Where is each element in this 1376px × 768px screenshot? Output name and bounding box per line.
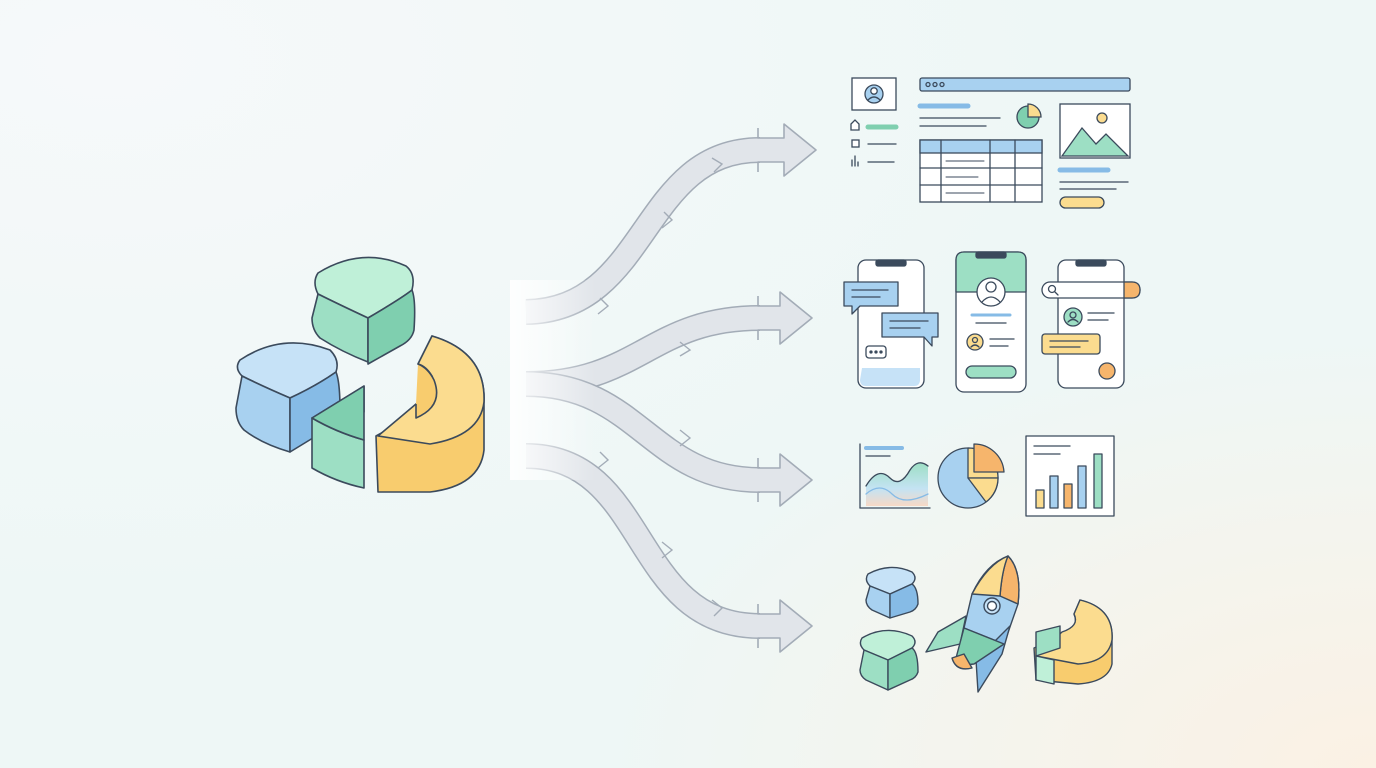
yellow-ring-icon xyxy=(375,335,485,493)
blue-cube-icon xyxy=(865,566,919,619)
action-button xyxy=(1059,196,1105,209)
profile-icon xyxy=(864,84,884,104)
green-cube-icon xyxy=(859,629,919,691)
sidebar-nav xyxy=(850,119,899,167)
browser-bar xyxy=(919,77,1131,92)
yellow-ring-icon xyxy=(1033,599,1113,685)
branching-arrows xyxy=(510,123,817,653)
profile-phone xyxy=(955,251,1027,393)
web-dashboard-illustration xyxy=(850,77,1131,209)
rocket-icon xyxy=(925,555,1020,693)
green-cube-icon xyxy=(311,256,416,365)
square-icon xyxy=(851,139,860,148)
profile-icon xyxy=(1063,307,1083,327)
search-icon xyxy=(1047,284,1057,294)
data-table xyxy=(919,139,1043,203)
search-phone xyxy=(1041,259,1141,389)
mobile-apps-illustration xyxy=(843,251,1141,393)
chat-bubble-icon xyxy=(843,281,899,315)
chat-bubble-icon xyxy=(881,312,939,347)
search-bar xyxy=(1041,281,1141,299)
analytics-charts-illustration xyxy=(859,435,1115,517)
pie-chart xyxy=(937,443,1005,509)
chat-bubble-icon xyxy=(865,345,887,359)
source-blocks xyxy=(235,256,485,493)
launch-illustration xyxy=(859,555,1113,693)
chat-phone xyxy=(843,259,939,389)
stats-icon xyxy=(851,155,859,167)
area-chart xyxy=(859,443,931,509)
blue-cube-icon xyxy=(235,342,341,453)
profile-icon xyxy=(976,277,1006,307)
image-icon xyxy=(1059,103,1131,159)
home-icon xyxy=(850,119,860,131)
profile-icon xyxy=(966,333,984,351)
green-wedge-icon xyxy=(311,385,365,489)
arrow-fade xyxy=(510,280,700,480)
pie-chart-icon xyxy=(1016,103,1042,129)
bar-chart xyxy=(1025,435,1115,517)
